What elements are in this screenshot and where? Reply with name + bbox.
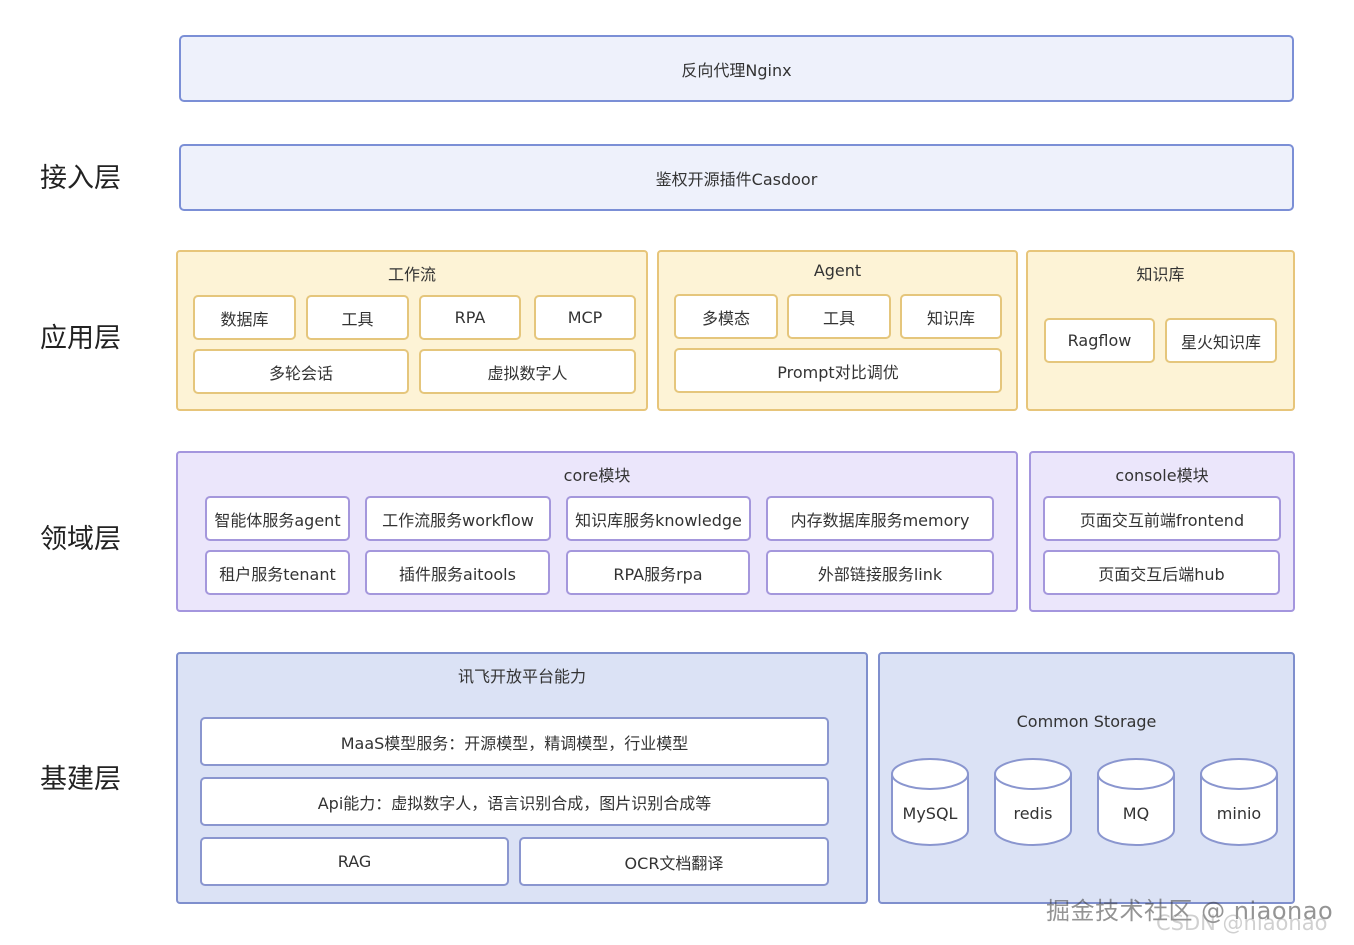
xfyun-item-rag: RAG xyxy=(200,837,509,886)
workflow-group-title: 工作流 xyxy=(387,265,436,284)
database-cylinder-icon xyxy=(1097,758,1175,846)
xfyun-item-ocr: OCR文档翻译 xyxy=(519,837,829,886)
redis-label: redis xyxy=(1013,804,1053,823)
workflow-item-mcp: MCP xyxy=(534,295,636,340)
minio-label: minio xyxy=(1216,804,1262,823)
database-cylinder-icon xyxy=(1200,758,1278,846)
mysql-database: MySQL xyxy=(890,756,970,848)
agent-item-tools: 工具 xyxy=(787,294,891,339)
minio-database: minio xyxy=(1199,756,1279,848)
core-module-title: core模块 xyxy=(563,466,631,485)
workflow-item-tools: 工具 xyxy=(306,295,409,340)
mysql-label: MySQL xyxy=(902,804,958,823)
workflow-item-database: 数据库 xyxy=(193,295,296,340)
core-item-aitools: 插件服务aitools xyxy=(365,550,550,595)
xfyun-item-maas: MaaS模型服务：开源模型，精调模型，行业模型 xyxy=(200,717,829,766)
core-item-workflow: 工作流服务workflow xyxy=(365,496,551,541)
database-cylinder-icon xyxy=(994,758,1072,846)
nginx-proxy-box: 反向代理Nginx xyxy=(179,35,1294,102)
agent-group-title: Agent xyxy=(813,261,862,280)
core-item-memory: 内存数据库服务memory xyxy=(766,496,994,541)
layer-label-application: 应用层 xyxy=(40,323,121,354)
layer-label-access: 接入层 xyxy=(40,163,121,194)
layer-label-domain: 领域层 xyxy=(40,524,121,555)
core-item-link: 外部链接服务link xyxy=(766,550,994,595)
core-item-agent: 智能体服务agent xyxy=(205,496,350,541)
core-item-tenant: 租户服务tenant xyxy=(205,550,350,595)
agent-item-multimodal: 多模态 xyxy=(674,294,778,339)
juejin-watermark: 掘金技术社区 @ niaonao xyxy=(1046,897,1334,925)
core-item-knowledge: 知识库服务knowledge xyxy=(566,496,751,541)
workflow-item-rpa: RPA xyxy=(419,295,521,340)
knowledge-item-spark-kb: 星火知识库 xyxy=(1165,318,1277,363)
csdn-watermark: CSDN @niaonao xyxy=(1156,911,1328,935)
redis-database: redis xyxy=(993,756,1073,848)
console-module-title: console模块 xyxy=(1115,466,1209,485)
database-cylinder-icon xyxy=(891,758,969,846)
agent-item-knowledge: 知识库 xyxy=(900,294,1002,339)
knowledge-group-title: 知识库 xyxy=(1136,265,1185,284)
layer-label-infrastructure: 基建层 xyxy=(40,764,121,795)
agent-item-prompt-tuning: Prompt对比调优 xyxy=(674,348,1002,393)
workflow-item-multi-turn-chat: 多轮会话 xyxy=(193,349,409,394)
mq-label: MQ xyxy=(1122,804,1150,823)
casdoor-auth-box: 鉴权开源插件Casdoor xyxy=(179,144,1294,211)
core-item-rpa: RPA服务rpa xyxy=(566,550,750,595)
console-item-frontend: 页面交互前端frontend xyxy=(1043,496,1281,541)
workflow-item-virtual-human: 虚拟数字人 xyxy=(419,349,636,394)
knowledge-item-ragflow: Ragflow xyxy=(1044,318,1155,363)
console-item-hub: 页面交互后端hub xyxy=(1043,550,1280,595)
common-storage-title: Common Storage xyxy=(1016,712,1157,731)
xfyun-item-api: Api能力：虚拟数字人，语言识别合成，图片识别合成等 xyxy=(200,777,829,826)
mq-database: MQ xyxy=(1096,756,1176,848)
xfyun-platform-title: 讯飞开放平台能力 xyxy=(457,667,586,686)
